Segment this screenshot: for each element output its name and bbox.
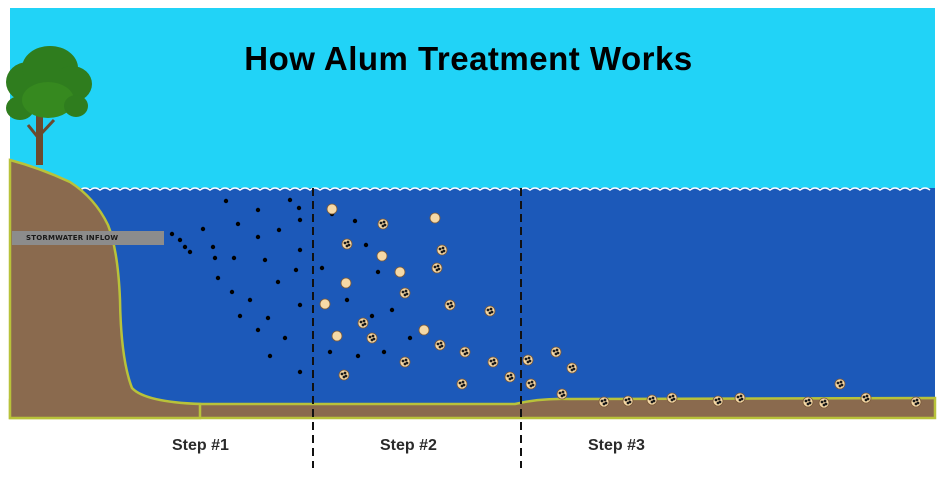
particle-dot [169, 231, 175, 237]
alum-floc [504, 371, 516, 383]
alum-floc [456, 378, 468, 390]
particle-dot [375, 269, 381, 275]
alum-floc [598, 396, 610, 408]
tree-icon [6, 46, 92, 165]
alum-floc [556, 388, 568, 400]
particle-dot [369, 313, 375, 319]
particle-dot [407, 335, 413, 341]
particle-dot [293, 267, 299, 273]
particle-dot [231, 255, 237, 261]
particle-dot [297, 217, 303, 223]
particle-dot [265, 315, 271, 321]
alum-floc [522, 354, 534, 366]
particle-dot [276, 227, 282, 233]
alum-floc [646, 394, 658, 406]
alum-floc [394, 266, 406, 278]
particle-dot [235, 221, 241, 227]
alum-floc [666, 392, 678, 404]
particle-dot [210, 244, 216, 250]
alum-floc [525, 378, 537, 390]
particle-dot [355, 353, 361, 359]
particle-dot [255, 327, 261, 333]
lake-water [10, 188, 935, 418]
alum-floc [341, 238, 353, 250]
alum-floc [436, 244, 448, 256]
alum-floc [910, 396, 922, 408]
step-3-label: Step #3 [588, 437, 645, 454]
alum-floc [399, 356, 411, 368]
alum-floc [399, 287, 411, 299]
alum-floc [431, 262, 443, 274]
particle-dot [363, 242, 369, 248]
alum-floc [331, 330, 343, 342]
particle-dot [287, 197, 293, 203]
particle-dot [177, 237, 183, 243]
particle-dot [262, 257, 268, 263]
alum-floc-particles [319, 203, 922, 409]
particle-dot [187, 249, 193, 255]
particle-dot [389, 307, 395, 313]
particle-dot [255, 207, 261, 213]
particle-dot [297, 369, 303, 375]
sky [10, 8, 935, 190]
particle-dot [200, 226, 206, 232]
step-2-label: Step #2 [380, 437, 437, 454]
alum-floc [338, 369, 350, 381]
particle-dot [229, 289, 235, 295]
alum-floc [550, 346, 562, 358]
alum-floc [377, 218, 389, 230]
alum-floc [326, 203, 338, 215]
particle-dot [282, 335, 288, 341]
alum-floc [802, 396, 814, 408]
alum-floc [484, 305, 496, 317]
particle-dot [327, 349, 333, 355]
alum-floc [444, 299, 456, 311]
particle-dot [223, 198, 229, 204]
alum-floc [376, 250, 388, 262]
alum-floc [622, 395, 634, 407]
diagram-title: How Alum Treatment Works [244, 40, 693, 77]
alum-floc [434, 339, 446, 351]
alum-floc [566, 362, 578, 374]
alum-floc [734, 392, 746, 404]
alum-floc [818, 397, 830, 409]
particle-dot [297, 302, 303, 308]
particle-dot [352, 218, 358, 224]
particle-dot [215, 275, 221, 281]
alum-floc [319, 298, 331, 310]
particle-dot [344, 297, 350, 303]
particle-dot [255, 234, 261, 240]
alum-floc [366, 332, 378, 344]
alum-floc [860, 392, 872, 404]
particle-dot [381, 349, 387, 355]
particle-dot [182, 244, 188, 250]
left-bank [8, 158, 202, 420]
step-1-label: Step #1 [172, 437, 229, 454]
alum-floc [834, 378, 846, 390]
alum-floc [357, 317, 369, 329]
particle-dot [297, 247, 303, 253]
water-surface-waves [79, 187, 931, 191]
particle-dot [267, 353, 273, 359]
particle-dot [296, 205, 302, 211]
alum-floc [418, 324, 430, 336]
alum-floc [712, 395, 724, 407]
alum-floc [429, 212, 441, 224]
particle-dot [247, 297, 253, 303]
alum-floc [459, 346, 471, 358]
particle-dot [212, 255, 218, 261]
alum-floc [487, 356, 499, 368]
particle-dot [275, 279, 281, 285]
particle-dot [319, 265, 325, 271]
alum-floc [340, 277, 352, 289]
particle-dot [237, 313, 243, 319]
stormwater-inflow-label: STORMWATER INFLOW [12, 231, 164, 245]
